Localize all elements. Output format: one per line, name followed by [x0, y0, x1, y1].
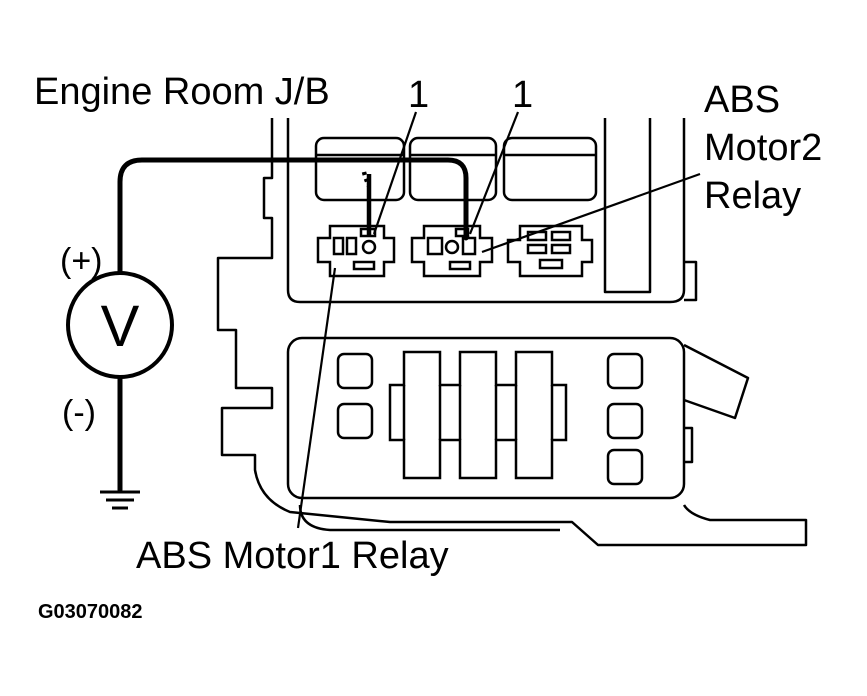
- connector-third: [506, 224, 594, 278]
- figure-code: G03070082: [38, 601, 143, 623]
- relay-body-2: [408, 136, 498, 202]
- test-leads: [117, 157, 469, 493]
- connector-abs-motor1: [316, 224, 396, 278]
- connector-abs-motor2: [410, 224, 494, 278]
- lower-sockets: [336, 350, 644, 486]
- terminal-1-right-label: 1: [512, 74, 533, 116]
- plus-terminal-label: (+): [60, 242, 103, 280]
- probe-left-terminal: [361, 171, 372, 236]
- abs-motor2-relay-label-line1: ABS: [704, 79, 780, 121]
- terminal-1-left-label: 1: [408, 74, 429, 116]
- voltmeter-symbol: V: [101, 294, 140, 359]
- leader-lines: [296, 111, 701, 529]
- relay-row: [314, 136, 598, 202]
- abs-motor1-relay-label: ABS Motor1 Relay: [136, 535, 449, 577]
- junction-block-label: Engine Room J/B: [34, 71, 330, 113]
- ground-icon: [100, 490, 140, 510]
- relay-body-1: [314, 136, 406, 202]
- abs-motor2-relay-label-line2: Motor2: [704, 127, 822, 169]
- voltmeter: V: [66, 271, 174, 379]
- abs-motor2-relay-label-line3: Relay: [704, 175, 801, 217]
- relay-body-3: [502, 136, 598, 202]
- junction-block: [216, 118, 808, 547]
- minus-terminal-label: (-): [62, 394, 96, 432]
